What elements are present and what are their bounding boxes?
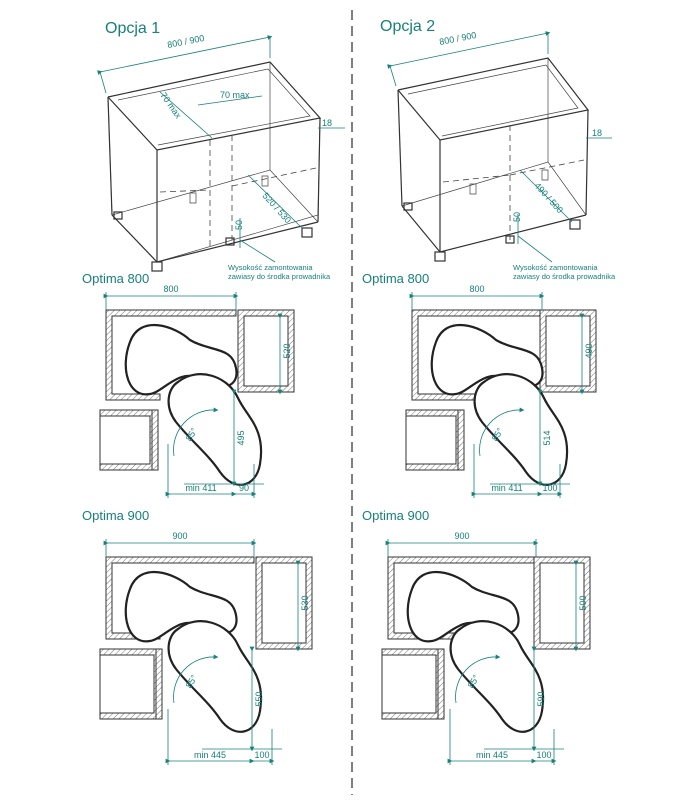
plan-lower-label: 495 bbox=[236, 430, 246, 445]
plan-lower-tray bbox=[167, 620, 263, 733]
plan-lower-label: 550 bbox=[254, 691, 264, 706]
plan-wall bbox=[105, 556, 255, 640]
plan-left-cabinet bbox=[99, 409, 157, 471]
option2-cabinet bbox=[387, 31, 612, 263]
o1-width-label: 800 / 900 bbox=[166, 33, 205, 50]
plan-right-label: 520 bbox=[282, 343, 292, 358]
option2-heading: Opcja 2 bbox=[380, 18, 436, 35]
option1-heading: Opcja 1 bbox=[105, 20, 161, 37]
o2-height-label: 50 bbox=[512, 212, 522, 222]
plan-right-label: 500 bbox=[578, 595, 588, 610]
plan-right-cabinet bbox=[237, 309, 295, 393]
o1-900-title: Optima 900 bbox=[82, 508, 150, 523]
plan-lower-tray bbox=[449, 620, 545, 733]
plan-door-post bbox=[151, 409, 159, 471]
o2-note-line2: zawiasy do środka prowadnika bbox=[513, 272, 616, 281]
o1-hinge-note: Wysokość zamontowania zawiasy do środka … bbox=[228, 263, 330, 281]
plan-min-label: min 411 bbox=[185, 483, 216, 493]
o2-panel-label: 18 bbox=[592, 128, 602, 138]
o2-note-line1: Wysokość zamontowania bbox=[513, 263, 598, 272]
plan-right-label: 530 bbox=[300, 595, 310, 610]
o1-depth-right-label: 70 max bbox=[220, 90, 250, 100]
plan-right-cabinet bbox=[255, 556, 313, 650]
o1-height-label: 50 bbox=[234, 220, 244, 230]
plan-min-label: min 411 bbox=[491, 483, 522, 493]
option1-cabinet bbox=[97, 35, 345, 272]
o2-width-label: 800 / 900 bbox=[438, 30, 477, 47]
plan-width-label: 800 bbox=[469, 284, 484, 294]
o2-900-title: Optima 900 bbox=[362, 508, 430, 523]
o1-guide-label: 520 / 530 bbox=[261, 191, 294, 226]
plan-width-label: 900 bbox=[454, 531, 469, 541]
plan-angle-arc bbox=[173, 654, 219, 704]
o2-800-title: Optima 800 bbox=[362, 271, 430, 286]
plan-left-cabinet bbox=[99, 648, 161, 720]
plan-width-label: 900 bbox=[172, 531, 187, 541]
plan-angle-arc bbox=[479, 407, 525, 457]
plan-door-post bbox=[155, 648, 163, 720]
plan-left-cabinet bbox=[405, 409, 463, 471]
plan-angle-arc bbox=[173, 407, 219, 457]
o2-hinge-note: Wysokość zamontowania zawiasy do środka … bbox=[513, 263, 615, 281]
plan-door-post bbox=[437, 648, 445, 720]
plan-gap-label: 100 bbox=[536, 750, 551, 760]
plan-lower-tray bbox=[167, 373, 263, 486]
plan-wall bbox=[105, 309, 237, 401]
plan-gap-label: 90 bbox=[239, 483, 249, 493]
plan-left-cabinet bbox=[381, 648, 443, 720]
plan-lower-label: 514 bbox=[542, 430, 552, 445]
plan-right-label: 490 bbox=[584, 343, 594, 358]
plan-door-post bbox=[457, 409, 465, 471]
o1-panel-label: 18 bbox=[322, 118, 332, 128]
plan-right-cabinet bbox=[533, 556, 591, 650]
o1-note-line1: Wysokość zamontowania bbox=[228, 263, 313, 272]
plan-gap-label: 100 bbox=[254, 750, 269, 760]
plan-gap-label: 100 bbox=[542, 483, 557, 493]
plan-width-label: 800 bbox=[163, 284, 178, 294]
o1-depth-left-label: 70 max bbox=[158, 90, 183, 120]
plan-angle-arc bbox=[455, 654, 501, 704]
plan-min-label: min 445 bbox=[194, 750, 226, 760]
plan-lower-label: 590 bbox=[536, 691, 546, 706]
o1-note-line2: zawiasy do środka prowadnika bbox=[228, 272, 331, 281]
plan-min-label: min 445 bbox=[476, 750, 508, 760]
o1-800-title: Optima 800 bbox=[82, 271, 150, 286]
o2-guide-label: 490 / 500 bbox=[533, 181, 566, 216]
plan-lower-tray bbox=[473, 373, 569, 486]
